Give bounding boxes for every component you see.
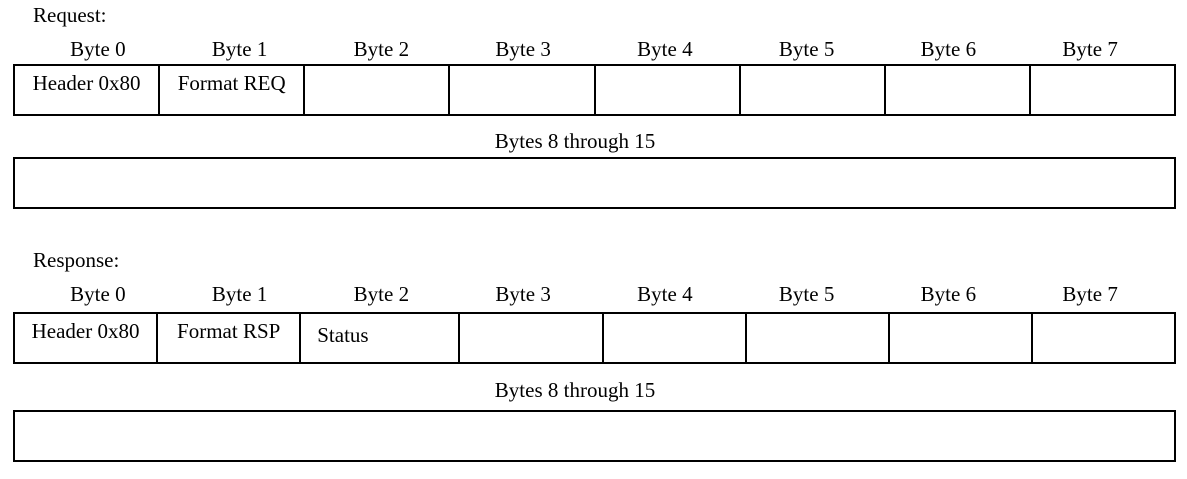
request-byte-header-6: Byte 6 bbox=[920, 37, 977, 61]
request-byte-cell-7 bbox=[1031, 66, 1174, 114]
response-byte-cell-0: Header 0x80 bbox=[15, 314, 159, 362]
request-byte-cell-0: Header 0x80 bbox=[15, 66, 161, 114]
response-section-label: Response: bbox=[33, 248, 120, 272]
request-byte-header-2: Byte 2 bbox=[353, 37, 410, 61]
response-byte-cell-1: Format RSP bbox=[158, 314, 302, 362]
response-byte-cell-3 bbox=[460, 314, 604, 362]
response-byte-cell-5 bbox=[747, 314, 890, 362]
response-byte-header-row: Byte 0 Byte 1 Byte 2 Byte 3 Byte 4 Byte … bbox=[27, 284, 1161, 305]
request-byte-header-0: Byte 0 bbox=[70, 37, 126, 61]
request-byte-cell-4 bbox=[596, 66, 741, 114]
request-byte-header-3: Byte 3 bbox=[495, 37, 551, 61]
response-bytes-8-15-box bbox=[13, 410, 1176, 462]
request-byte-cell-5 bbox=[741, 66, 886, 114]
request-byte-header-5: Byte 5 bbox=[778, 37, 835, 61]
request-byte-table: Header 0x80 Format REQ bbox=[13, 64, 1176, 116]
request-byte-cell-2 bbox=[305, 66, 451, 114]
request-byte-cell-6 bbox=[886, 66, 1031, 114]
response-byte-cell-2: Status bbox=[301, 314, 461, 362]
response-byte-header-0: Byte 0 bbox=[70, 282, 126, 306]
response-byte-header-5: Byte 5 bbox=[778, 282, 835, 306]
response-byte-header-7: Byte 7 bbox=[1062, 282, 1118, 306]
request-byte-header-1: Byte 1 bbox=[211, 37, 268, 61]
request-byte-cell-3 bbox=[450, 66, 596, 114]
request-byte-header-4: Byte 4 bbox=[637, 37, 693, 61]
response-byte-header-3: Byte 3 bbox=[495, 282, 551, 306]
response-byte-header-2: Byte 2 bbox=[353, 282, 410, 306]
response-byte-cell-6 bbox=[890, 314, 1033, 362]
request-byte-header-row: Byte 0 Byte 1 Byte 2 Byte 3 Byte 4 Byte … bbox=[27, 39, 1161, 60]
request-bytes-8-15-label: Bytes 8 through 15 bbox=[494, 129, 656, 153]
request-byte-cell-1: Format REQ bbox=[160, 66, 306, 114]
response-byte-header-4: Byte 4 bbox=[637, 282, 693, 306]
request-bytes-8-15-box bbox=[13, 157, 1176, 209]
response-byte-cell-7 bbox=[1033, 314, 1174, 362]
request-byte-header-7: Byte 7 bbox=[1062, 37, 1118, 61]
response-bytes-8-15-label: Bytes 8 through 15 bbox=[494, 378, 656, 402]
response-byte-header-6: Byte 6 bbox=[920, 282, 977, 306]
response-byte-table: Header 0x80 Format RSP Status bbox=[13, 312, 1176, 364]
request-section-label: Request: bbox=[33, 3, 107, 27]
response-byte-cell-4 bbox=[604, 314, 747, 362]
response-byte-header-1: Byte 1 bbox=[211, 282, 268, 306]
